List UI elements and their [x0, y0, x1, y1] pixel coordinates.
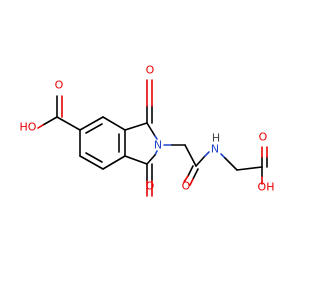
bond-ring-inner-3	[85, 152, 103, 163]
benzene-ring	[79, 116, 126, 170]
bond-ring-5	[79, 155, 104, 170]
bond-n-ch2b	[224, 157, 238, 171]
bond-ch2-camide	[184, 144, 197, 167]
bond-n-c2	[146, 154, 156, 165]
bond-n-ch2b-blue	[220, 153, 226, 159]
bond-amide-co-b	[192, 168, 199, 180]
left-carboxyl-group	[37, 95, 81, 131]
bond-c-oh-red	[37, 124, 44, 129]
bond-c2-ring	[124, 155, 148, 165]
atom-o-imide-top: O	[146, 64, 155, 77]
bond-ring-2	[102, 116, 126, 131]
molecule-structure: HO O O N O O N H O OH	[20, 64, 275, 197]
bond-amide-co-b-red	[189, 178, 194, 186]
imide-ring	[124, 79, 158, 197]
bond-c1-n	[146, 122, 156, 137]
bond-amide-co-a	[187, 165, 194, 177]
atom-o-carboxyl-left: O	[55, 79, 64, 92]
atom-o-carboxyl-right: O	[259, 131, 268, 144]
atom-o-imide-bottom: O	[146, 180, 155, 193]
structure-canvas: HO O O N O O N H O OH	[20, 64, 275, 197]
atom-n-imide: N	[154, 139, 162, 152]
bond-amide-co-a-red	[183, 175, 189, 183]
atom-oh-right: OH	[258, 181, 275, 194]
bond-ring-1	[79, 116, 104, 131]
bond-ring-to-c1	[124, 122, 148, 131]
atom-labels: HO O O N O O N H O OH	[20, 64, 275, 194]
bond-c-oh	[42, 116, 58, 126]
bond-ring-4	[102, 155, 126, 170]
atom-o-amide: O	[182, 180, 191, 193]
bond-ch2-cooh	[236, 166, 263, 171]
bond-camide-n-blue	[204, 151, 210, 157]
bond-ring-to-cooh	[56, 116, 81, 131]
bond-c1-n-blue	[154, 135, 158, 140]
bond-ring-inner-1	[85, 123, 103, 134]
bond-camide-n	[195, 155, 206, 167]
atom-n-amide: N	[211, 143, 219, 156]
side-chain	[163, 144, 268, 186]
atom-h-amide: H	[212, 132, 220, 145]
atom-ho-left: HO	[20, 121, 37, 134]
